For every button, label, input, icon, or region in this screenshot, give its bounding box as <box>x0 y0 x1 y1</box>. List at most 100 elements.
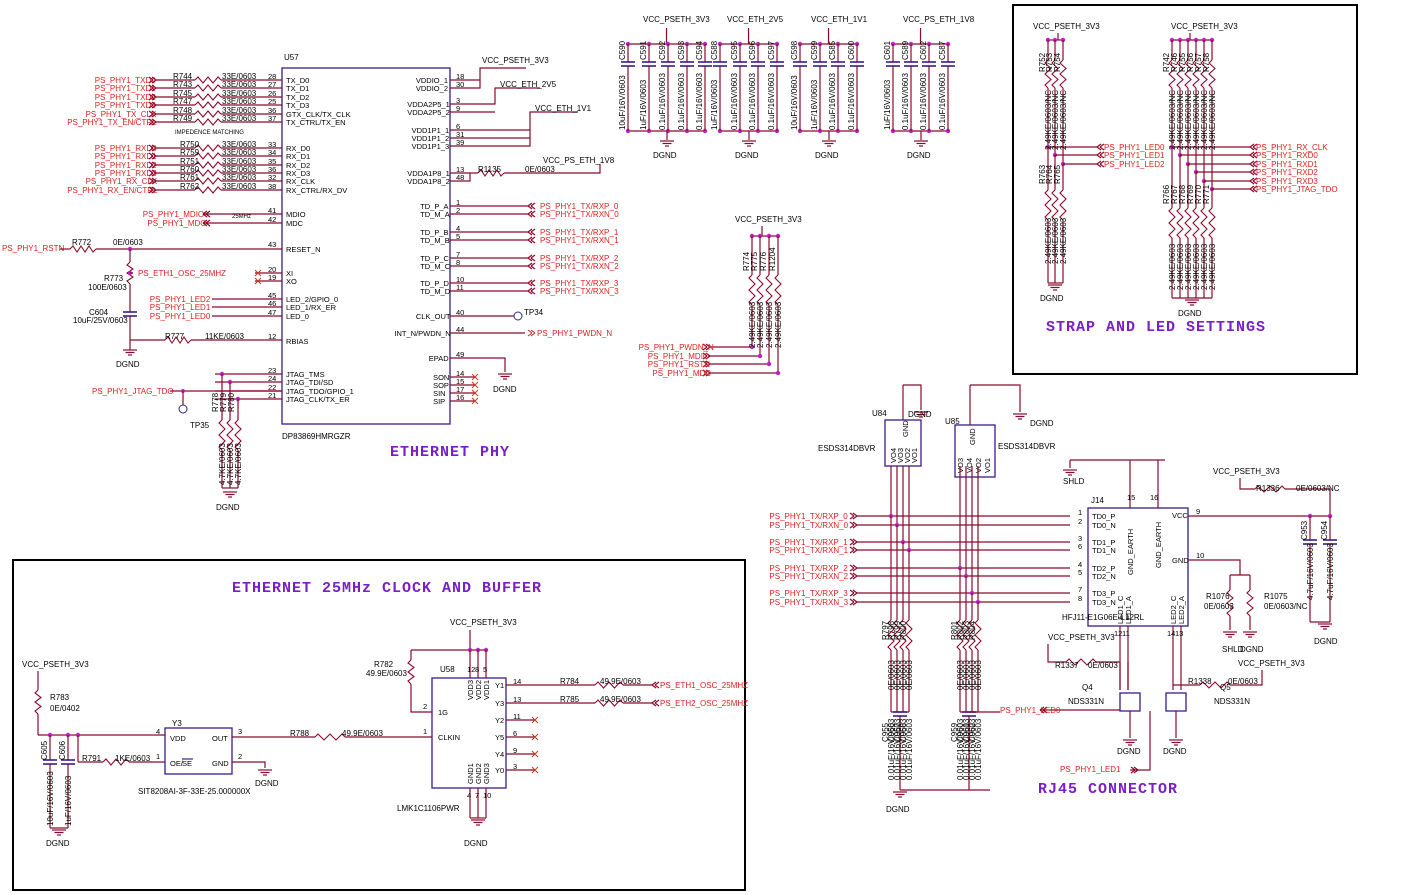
label: Y4 <box>495 750 504 759</box>
label: 49 <box>456 350 464 359</box>
ground-symbol <box>470 819 486 826</box>
wire <box>148 169 157 177</box>
wire <box>962 619 970 651</box>
wire <box>194 101 222 109</box>
res-val: 2.49KE/0603 <box>1208 243 1217 290</box>
rx-res-ref: R760 <box>180 165 200 174</box>
label: 9 <box>1196 507 1200 516</box>
svg-text:DGND: DGND <box>116 360 140 369</box>
impedance-note: IMPEDENCE MATCHING <box>175 130 244 136</box>
label: 1 <box>456 198 460 207</box>
net-mdio-pull: PS_PHY1_RSTN <box>648 360 710 369</box>
label: TD_M_D <box>420 287 451 296</box>
label: 20 <box>268 265 276 274</box>
esd-pin: VO1 <box>983 458 992 473</box>
wire <box>148 161 157 169</box>
res-ref: R798 <box>887 620 896 640</box>
label: 6 <box>456 122 460 131</box>
label: 1 <box>156 752 160 761</box>
decoup-rail: VCC_ETH_2V5 <box>727 15 784 24</box>
res-ref: R1204 <box>768 247 777 271</box>
label: VDDA2P5_2 <box>407 108 450 117</box>
res-val: 2.49KE/0603/NC <box>1051 90 1060 150</box>
dgnd-label: DGND <box>735 151 759 160</box>
net-rstn: PS_PHY1_RSTN <box>2 244 64 253</box>
pin-num: 41 <box>268 206 276 215</box>
label: 6 <box>1078 542 1082 551</box>
wire <box>1176 207 1184 239</box>
rx-res-ref: R750 <box>180 140 200 149</box>
label: JTAG_CLK/TX_ER <box>286 395 350 404</box>
label: 1 <box>423 727 427 736</box>
clock-out-net: PS_ETH1_OSC_25MHZ <box>660 681 748 690</box>
label: 16 <box>1150 493 1158 502</box>
esd-pin: VO4 <box>889 448 898 463</box>
label: 4 <box>467 791 471 800</box>
label: 13 <box>1175 629 1183 638</box>
wire <box>1192 59 1200 89</box>
rx-res-ref: R759 <box>180 148 200 157</box>
label: 12 <box>467 665 475 674</box>
label: 0E/0603 <box>1204 602 1234 611</box>
cap-ref: C962 <box>968 722 977 742</box>
label: CLK_OUT <box>416 312 451 321</box>
res-ref: R797 <box>881 620 890 640</box>
svg-text:R777: R777 <box>165 332 185 341</box>
label: 1G <box>438 708 448 717</box>
wire <box>702 352 711 360</box>
cap-val: 0.1uF/16V/0603 <box>919 73 928 130</box>
cap-ref: C590 <box>618 40 627 60</box>
ground-symbol <box>1122 739 1138 746</box>
net-PS_PHY1_RXD2: PS_PHY1_RXD2 <box>95 161 157 170</box>
cap-val: 4.7uF/16V/0603 <box>1326 543 1335 600</box>
res-ref: R755 <box>1178 52 1187 72</box>
esd-pin: VO1 <box>910 448 919 463</box>
label: 39 <box>456 138 464 147</box>
cap-val: 0.1uF/16V/0603 <box>767 73 776 130</box>
label: 4 <box>156 727 160 736</box>
label: SIT8208AI-3F-33E-25.000000X <box>138 787 251 796</box>
cap-ref: C595 <box>730 40 739 60</box>
wire <box>1208 59 1216 89</box>
nc-mark <box>531 733 539 741</box>
cap-ref: C598 <box>790 40 799 60</box>
wire <box>1051 189 1059 221</box>
cap-ref: C602 <box>919 40 928 60</box>
label: 14 <box>456 369 464 378</box>
res-ref: R769 <box>1186 184 1195 204</box>
label: TD_P_D <box>420 279 449 288</box>
label: TD2_N <box>1092 572 1116 581</box>
tx-res-val: 33E/0603 <box>222 114 257 123</box>
wire <box>1249 168 1258 176</box>
cap-val: 1uF/16V/0603 <box>64 775 73 826</box>
label: 46 <box>268 299 276 308</box>
title-clock-buffer: ETHERNET 25MHz CLOCK AND BUFFER <box>232 580 542 597</box>
label: SON <box>433 373 449 382</box>
u58-gnd: GND2 <box>474 763 483 784</box>
wire <box>1130 711 1151 771</box>
label: 40 <box>456 308 464 317</box>
res-ref: R771 <box>1202 184 1211 204</box>
wire <box>1059 59 1067 89</box>
tx-res-ref: R748 <box>173 106 193 115</box>
esd-pin: VO2 <box>974 458 983 473</box>
wire <box>202 219 211 227</box>
label: DGND <box>1240 645 1264 654</box>
cap-ref: C961 <box>962 722 971 742</box>
wire <box>702 369 711 377</box>
label: 10 <box>1196 551 1204 560</box>
label: VDD1P1_2 <box>412 134 450 143</box>
res-val: 2.49KE/0603 <box>1051 217 1060 264</box>
label: 0E/0603 <box>1088 661 1118 670</box>
label: 17 <box>456 385 464 394</box>
cap-ref: C585 <box>828 40 837 60</box>
junction-dot <box>749 344 755 350</box>
res-ref: R802 <box>956 620 965 640</box>
label: OE/ <box>170 759 184 768</box>
clock-section-frame <box>12 559 746 891</box>
cap-val: 0.01uF/16V/0603 <box>905 718 914 780</box>
label: VCC_PSETH_3V3 <box>450 618 517 627</box>
wire <box>849 521 858 529</box>
pin-num: 36 <box>268 165 276 174</box>
label: 4 <box>456 224 460 233</box>
